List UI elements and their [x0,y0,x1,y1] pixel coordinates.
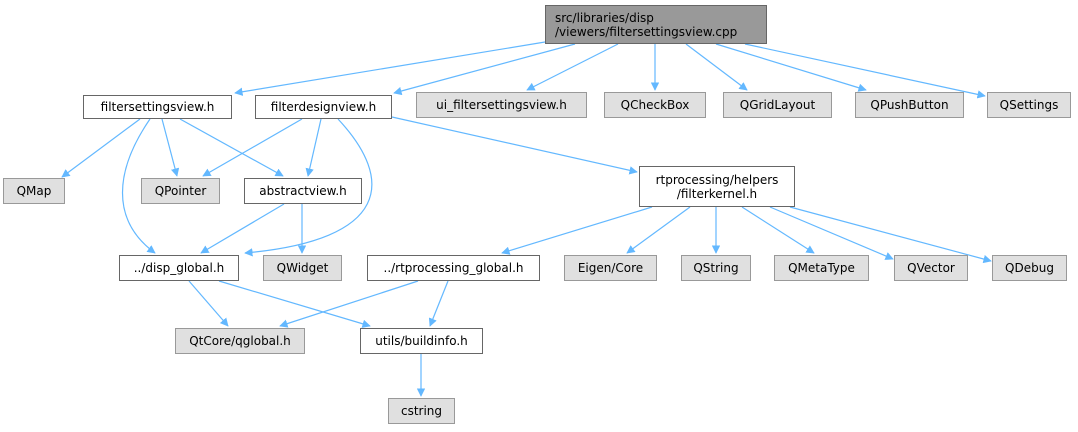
node-label: filtersettingsview.h [100,100,215,114]
node-label: QGridLayout [739,98,816,112]
node-rtprocessing-global-h[interactable]: ../rtprocessing_global.h [367,255,540,281]
node-label: ui_filtersettingsview.h [436,98,567,112]
node-label: QWidget [276,261,329,275]
edge-filtersettingsview_h-to-QMap [61,118,141,178]
node-qstring[interactable]: QString [681,255,751,281]
edge-root-to-filterdesignview_h [393,43,576,96]
edge-filterkernel_h-to-EigenCore [626,206,691,254]
node-qdebug[interactable]: QDebug [992,255,1067,281]
node-filterdesignview-h[interactable]: filterdesignview.h [255,95,392,119]
node-label: QCheckBox [620,98,690,112]
node-buildinfo-h[interactable]: utils/buildinfo.h [360,328,483,354]
node-label: QPushButton [870,98,949,112]
edge-filtersettingsview_h-to-QPointer [161,118,180,177]
edge-root-to-filtersettingsview_h [234,41,546,96]
node-label: filterdesignview.h [270,100,377,114]
node-label: cstring [400,404,443,418]
edge-filterdesignview_h-to-filterkernel_h [391,116,638,175]
node-label: QMetaType [788,261,855,275]
edge-disp_global_h-to-buildinfo_h [218,280,371,328]
edge-root-to-QGridLayout [685,43,748,91]
edge-rtprocessing_global_h-to-qglobal_h [279,280,419,328]
node-label: rtprocessing/helpers /filterkernel.h [655,172,779,201]
node-qmap[interactable]: QMap [3,178,65,204]
node-root: src/libraries/disp /viewers/filtersettin… [545,5,767,44]
edge-root-to-QPushButton [715,43,867,92]
node-qwidget[interactable]: QWidget [263,255,342,281]
edge-disp_global_h-to-qglobal_h [188,280,229,327]
edge-filterkernel_h-to-rtprocessing_global_h [501,206,653,255]
node-eigencore[interactable]: Eigen/Core [564,255,657,281]
node-label: QVector [907,261,955,275]
node-label: utils/buildinfo.h [375,334,468,348]
edge-filterkernel_h-to-QMetaType [741,206,815,254]
edge-root-to-QSettings [744,43,986,99]
edge-filterdesignview_h-to-disp_global_h [244,118,373,257]
node-abstractview-h[interactable]: abstractview.h [244,178,362,204]
node-label: QString [693,261,739,275]
node-ui-filtersettingsview-h[interactable]: ui_filtersettingsview.h [416,92,587,118]
node-cstring[interactable]: cstring [388,398,455,424]
node-label: src/libraries/disp /viewers/filtersettin… [555,10,738,39]
node-label: abstractview.h [259,184,347,198]
node-label: QPointer [154,184,207,198]
edge-filtersettingsview_h-to-abstractview_h [179,118,284,177]
edge-root-to-ui_filtersettingsview_h [526,43,619,91]
node-label: QMap [16,184,52,198]
node-label: QDebug [1005,261,1054,275]
edge-filterdesignview_h-to-abstractview_h [305,118,322,177]
node-qsettings[interactable]: QSettings [987,92,1071,118]
node-label: ../rtprocessing_global.h [383,261,524,275]
node-label: QSettings [999,98,1059,112]
node-disp-global-h[interactable]: ../disp_global.h [119,255,239,281]
node-qcheckbox[interactable]: QCheckBox [604,92,706,118]
node-label: QtCore/qglobal.h [189,334,291,348]
node-qpushbutton[interactable]: QPushButton [855,92,964,118]
node-qmetatype[interactable]: QMetaType [774,255,869,281]
edge-abstractview_h-to-disp_global_h [200,203,285,254]
node-qpointer[interactable]: QPointer [141,178,220,204]
edge-filterkernel_h-to-QDebug [789,206,992,264]
node-filterkernel-h[interactable]: rtprocessing/helpers /filterkernel.h [639,166,795,207]
node-qglobal-h[interactable]: QtCore/qglobal.h [175,328,305,354]
node-qgridlayout[interactable]: QGridLayout [723,92,832,118]
edge-filtersettingsview_h-to-disp_global_h [122,118,156,254]
edge-filterdesignview_h-to-QPointer [202,118,303,177]
edge-rtprocessing_global_h-to-buildinfo_h [428,280,449,327]
node-label: ../disp_global.h [133,261,225,275]
node-qvector[interactable]: QVector [894,255,968,281]
node-filtersettingsview-h[interactable]: filtersettingsview.h [83,95,232,119]
node-label: Eigen/Core [577,261,644,275]
edge-filterkernel_h-to-QVector [769,206,894,260]
